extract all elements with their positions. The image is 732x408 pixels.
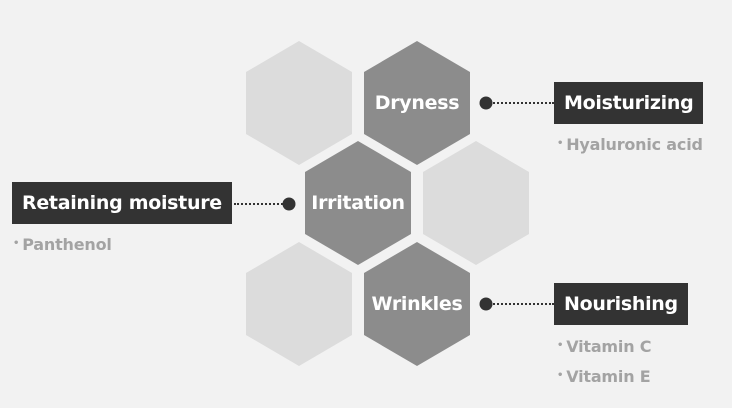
hexagon-label-dryness: Dryness xyxy=(374,92,460,114)
ingredient-vitamin-c: •Vitamin C xyxy=(557,337,652,356)
ingredient-panthenol: •Panthenol xyxy=(13,235,112,254)
connector-dot-irritation xyxy=(282,197,296,211)
connector-dot-wrinkles xyxy=(479,297,493,311)
tag-nourishing: Nourishing xyxy=(554,283,688,325)
bullet-icon: • xyxy=(557,138,564,149)
bullet-icon: • xyxy=(557,370,564,381)
hexagon-irritation xyxy=(305,141,411,265)
hexagon-top-left xyxy=(246,41,352,165)
tag-retaining-moisture: Retaining moisture xyxy=(12,182,232,224)
ingredient-vitamin-e: •Vitamin E xyxy=(557,367,651,386)
hexagon-middle-right xyxy=(423,141,529,265)
hexagon-label-irritation: Irritation xyxy=(311,192,405,214)
bullet-icon: • xyxy=(13,238,20,249)
hexagon-bottom-left xyxy=(246,242,352,366)
connector-line-irritation xyxy=(234,203,286,205)
connector-dot-dryness xyxy=(479,96,493,110)
hexagon-dryness xyxy=(364,41,470,165)
hexagon-wrinkles xyxy=(364,242,470,366)
bullet-icon: • xyxy=(557,340,564,351)
ingredient-hyaluronic-acid: •Hyaluronic acid xyxy=(557,135,703,154)
connector-line-dryness xyxy=(490,102,554,104)
connector-line-wrinkles xyxy=(490,303,554,305)
tag-moisturizing: Moisturizing xyxy=(554,82,704,124)
hexagon-label-wrinkles: Wrinkles xyxy=(371,293,463,315)
